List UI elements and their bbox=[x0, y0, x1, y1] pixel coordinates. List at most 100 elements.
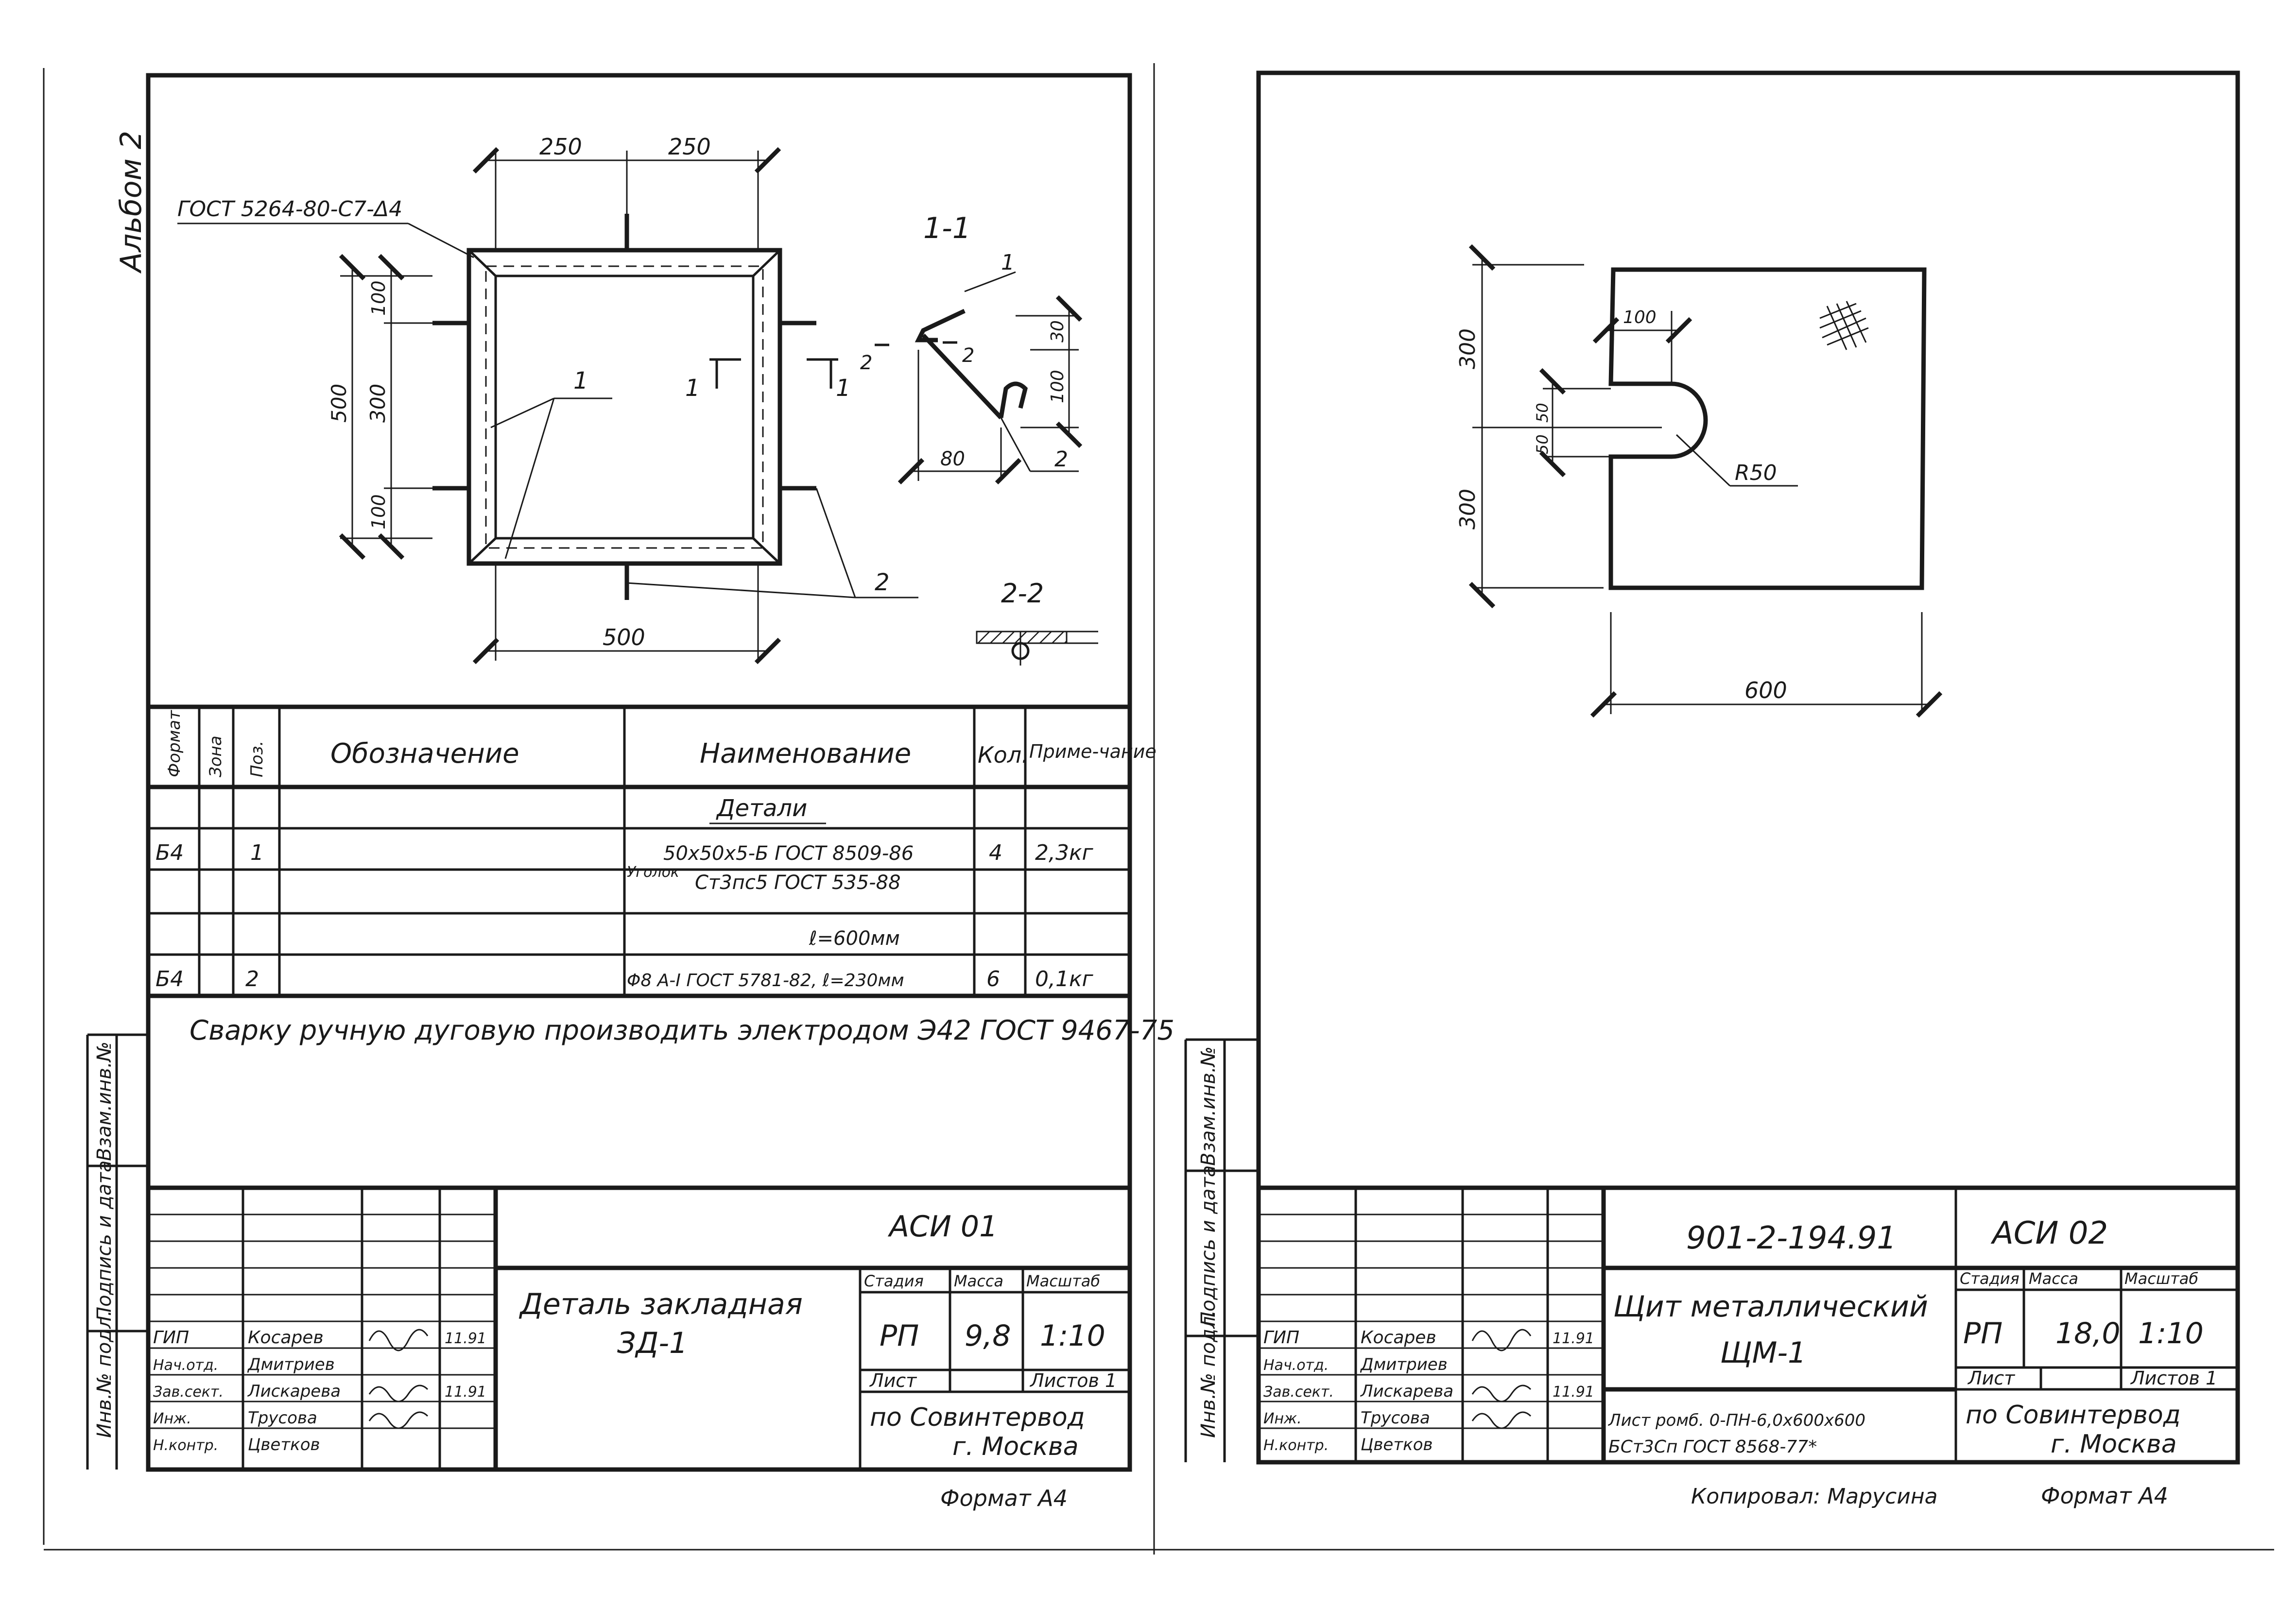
callout-2: 2 bbox=[875, 569, 890, 596]
dim-left-mid: 300 bbox=[366, 384, 390, 423]
svg-text:ℓ=600мм: ℓ=600мм bbox=[809, 927, 900, 950]
sheet-1-side-strip: Инв.№ подл. Подпись и дата Взам.инв.№ Ал… bbox=[86, 131, 148, 1470]
svg-text:Трусова: Трусова bbox=[1361, 1408, 1430, 1428]
table-row: Б4 1 Уголок 50х50х5-Б ГОСТ 8509-86 4 2,3… bbox=[155, 840, 1094, 881]
stamp-title-l2: ЗД-1 bbox=[617, 1326, 688, 1360]
stamp2-sheet: Лист bbox=[1967, 1368, 2016, 1389]
svg-text:Н.контр.: Н.контр. bbox=[153, 1437, 218, 1454]
stamp2-mass: 18,0 bbox=[2055, 1316, 2121, 1351]
dim-100: 100 bbox=[1623, 308, 1657, 327]
copied-by: Копировал: Марусина bbox=[1691, 1484, 1938, 1509]
stamp-scale: 1:10 bbox=[1040, 1319, 1105, 1353]
svg-text:Φ8 А-I ГОСТ 5781-82, ℓ=230мм: Φ8 А-I ГОСТ 5781-82, ℓ=230мм bbox=[627, 971, 904, 991]
dim-50-b: 50 bbox=[1533, 434, 1552, 454]
svg-text:Косарев: Косарев bbox=[1361, 1328, 1436, 1348]
table-row: Ст3пс5 ГОСТ 535-88 bbox=[695, 872, 901, 894]
stamp2-title-l1: Щит металлический bbox=[1613, 1290, 1928, 1324]
svg-text:Лискарева: Лискарева bbox=[247, 1382, 341, 1401]
stamp2-stage: РП bbox=[1963, 1316, 2003, 1351]
dim-left-top: 100 bbox=[368, 280, 389, 316]
svg-text:Косарев: Косарев bbox=[248, 1328, 324, 1348]
table-row: Б4 2 Φ8 А-I ГОСТ 5781-82, ℓ=230мм 6 0,1к… bbox=[155, 967, 1094, 992]
th-zone: Зона bbox=[206, 735, 225, 777]
title-block-1: АСИ 01 Деталь закладная ЗД-1 Стадия Масс… bbox=[148, 1185, 1130, 1511]
stamp2-org-l2: г. Москва bbox=[2051, 1430, 2177, 1459]
dim-sec-30: 30 bbox=[1048, 320, 1068, 342]
sheet-1-frame bbox=[146, 73, 1132, 1472]
cut-2-right: 2 bbox=[962, 344, 974, 367]
svg-text:1: 1 bbox=[250, 840, 264, 865]
stamp2-sheets: Листов 1 bbox=[2130, 1368, 2217, 1389]
stamp-h-mass: Масса bbox=[954, 1272, 1003, 1290]
stamp2-code: АСИ 02 bbox=[1990, 1215, 2108, 1251]
stamp-stage: РП bbox=[880, 1319, 919, 1353]
title-block-2: 901-2-194.91 АСИ 02 Щит металлический ЩМ… bbox=[1259, 1185, 2238, 1509]
stamp-h-stage: Стадия bbox=[864, 1272, 924, 1290]
stamp-org-l1: по Совинтервод bbox=[870, 1403, 1085, 1432]
cut-2-left: 2 bbox=[860, 352, 872, 374]
svg-text:2: 2 bbox=[245, 967, 259, 992]
side-label-vzam-2: Взам.инв.№ bbox=[1197, 1046, 1220, 1166]
svg-text:0,1кг: 0,1кг bbox=[1035, 967, 1094, 992]
svg-text:11.91: 11.91 bbox=[445, 1330, 486, 1347]
dim-sec-80: 80 bbox=[940, 448, 965, 470]
weld-instruction: Сварку ручную дуговую производить электр… bbox=[190, 1015, 1174, 1046]
stamp2-material-l1: Лист ромб. 0-ПН-6,0х600х600 bbox=[1607, 1411, 1865, 1430]
stamp2-scale: 1:10 bbox=[2138, 1316, 2204, 1351]
svg-text:ГИП: ГИП bbox=[153, 1328, 189, 1348]
svg-text:11.91: 11.91 bbox=[445, 1384, 486, 1401]
dim-600: 600 bbox=[1744, 677, 1787, 703]
dim-left-bottom: 100 bbox=[368, 494, 389, 530]
spec-group: Детали bbox=[716, 795, 807, 822]
stamp2-org-l1: по Совинтервод bbox=[1966, 1401, 2181, 1430]
svg-text:4: 4 bbox=[989, 840, 1002, 865]
svg-text:Б4: Б4 bbox=[155, 967, 184, 992]
svg-text:Зав.сект.: Зав.сект. bbox=[1263, 1384, 1334, 1401]
stamp-mass: 9,8 bbox=[965, 1319, 1011, 1353]
section-1-1-callout-1: 1 bbox=[1001, 250, 1015, 275]
album-label: Альбом 2 bbox=[114, 131, 148, 274]
svg-text:11.91: 11.91 bbox=[1553, 1330, 1594, 1347]
svg-text:Инж.: Инж. bbox=[153, 1410, 191, 1427]
dim-bottom: 500 bbox=[603, 624, 645, 650]
svg-text:Дмитриев: Дмитриев bbox=[247, 1355, 335, 1374]
stamp2-people: ГИП Косарев 11.91 Нач.отд. Дмитриев Зав.… bbox=[1263, 1328, 1594, 1454]
stamp-title-l1: Деталь закладная bbox=[518, 1287, 803, 1321]
cut-mark-right: 1 bbox=[836, 375, 851, 402]
stamp-org-l2: г. Москва bbox=[952, 1432, 1079, 1461]
stamp-people: ГИП Косарев 11.91 Нач.отд. Дмитриев Зав.… bbox=[153, 1328, 486, 1454]
svg-text:11.91: 11.91 bbox=[1553, 1384, 1594, 1401]
svg-text:Цветков: Цветков bbox=[1361, 1435, 1433, 1454]
svg-text:2,3кг: 2,3кг bbox=[1035, 840, 1094, 865]
signature-marks bbox=[368, 1329, 429, 1429]
dim-300-bottom: 300 bbox=[1455, 489, 1480, 530]
spec-table: Формат Зона Поз. Обозначение Наименовани… bbox=[148, 704, 1157, 998]
dim-r50: R50 bbox=[1735, 461, 1777, 485]
sheet-2: Инв.№ подл. Подпись и дата Взам.инв.№ 30 bbox=[1184, 70, 2240, 1509]
format-label-2: Формат А4 bbox=[2041, 1483, 2168, 1509]
dim-top-left: 250 bbox=[539, 134, 582, 160]
svg-text:6: 6 bbox=[986, 967, 1000, 992]
spec-prefix: Уголок bbox=[627, 864, 679, 881]
stamp-code: АСИ 01 bbox=[887, 1210, 998, 1244]
stamp2-h-scale: Масштаб bbox=[2124, 1269, 2198, 1288]
panel-view: 300 300 100 50 50 R50 600 bbox=[1455, 244, 1943, 718]
stamp-sheets: Листов 1 bbox=[1029, 1370, 1117, 1391]
section-1-1-label: 1-1 bbox=[923, 211, 971, 245]
sheet-1: Инв.№ подл. Подпись и дата Взам.инв.№ Ал… bbox=[43, 68, 1174, 1545]
th-note: Приме-чание bbox=[1029, 741, 1157, 762]
side-label-vzam: Взам.инв.№ bbox=[93, 1042, 116, 1161]
signature-marks-2 bbox=[1471, 1329, 1532, 1429]
side-label-inv: Инв.№ подл. bbox=[93, 1310, 116, 1438]
svg-text:Н.контр.: Н.контр. bbox=[1263, 1437, 1329, 1454]
dim-300-top: 300 bbox=[1455, 328, 1480, 369]
svg-text:Зав.сект.: Зав.сект. bbox=[153, 1384, 224, 1401]
weld-note: ГОСТ 5264-80-С7-Δ4 bbox=[177, 197, 402, 222]
th-format: Формат bbox=[165, 710, 184, 777]
stamp2-material-l2: БСт3Сп ГОСТ 8568-77* bbox=[1608, 1437, 1817, 1457]
side-label-sign: Подпись и дата bbox=[93, 1161, 116, 1321]
side-label-inv-2: Инв.№ подл. bbox=[1197, 1310, 1220, 1438]
plan-view: 250 250 500 500 100 300 100 ГОСТ 5264-80… bbox=[177, 134, 918, 665]
table-row: ℓ=600мм bbox=[809, 927, 900, 950]
stamp2-h-stage: Стадия bbox=[1960, 1269, 2020, 1288]
